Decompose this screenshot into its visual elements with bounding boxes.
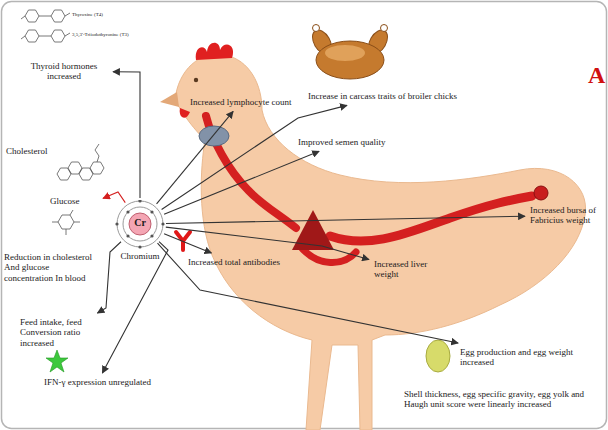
effect-arrow [157,111,234,204]
ring [25,30,39,42]
chromium-atom: CrChromium [110,200,170,264]
roast-body [316,41,384,79]
electron [126,210,129,213]
effect-arrow [103,192,125,203]
effect-label: Increased total antibodies [186,256,282,268]
effect-text: Shell thickness, egg specific gravity, e… [404,389,596,410]
effect-text: IFN-γ expression unregulated [44,377,151,387]
effect-text: Increased lymphocyte count [190,97,291,107]
bone [313,25,320,32]
electron [138,245,141,248]
effect-label: Increase in carcass traits of broiler ch… [306,90,459,102]
effect-label: Shell thickness, egg specific gravity, e… [402,388,598,411]
effect-text: Increased liver weight [374,259,432,280]
bond [52,210,80,235]
hen-body [175,54,586,430]
effect-arrow [164,151,319,214]
roast-chicken [309,25,392,80]
egg-icon [426,340,450,372]
electron [138,200,141,203]
blood-panel: CholesterolGlucoseReduction in cholester… [4,140,100,300]
liver-triangle [292,210,334,250]
effect-arrow [102,242,168,373]
cholesterol-structure [57,144,104,180]
effect-text: Improved semen quality [298,137,385,147]
bone [381,25,388,32]
ring [51,10,65,22]
roast-highlight [325,45,365,61]
lymphocyte-icon [199,126,229,146]
element-symbol: Cr [110,217,170,229]
effect-text: Feed intake, feed Conversion ratio incre… [20,317,108,348]
effect-label: Increased lymphocyte count [188,96,293,108]
effect-label: Thyroid hormones increased [18,60,110,83]
effect-arrow [113,72,140,198]
ring [51,30,65,42]
effect-text: Increased total antibodies [188,257,280,267]
effect-text: Glucose [50,196,80,206]
effect-arrow [162,105,347,209]
ring [90,162,104,174]
effect-arrow [164,234,211,253]
effect-arrow [166,227,369,259]
effect-label: Egg production and egg weight increased [458,346,598,369]
effect-label: Increased liver weight [372,258,434,281]
effect-label: IFN-γ expression unregulated [42,376,153,388]
tail-chain [95,144,99,162]
panel-letter: A [588,62,605,88]
electron [115,222,118,225]
effect-text: Cholesterol [6,146,48,156]
effect-label: Increased bursa of Fabricius weight [528,204,604,227]
effect-arrow [97,242,121,313]
hen-comb [196,43,233,60]
effect-text: Increased bursa of Fabricius weight [530,205,602,226]
bursa-ball [534,186,548,200]
hen-beak [160,92,179,107]
element-name: Chromium [110,251,170,261]
effect-label: Improved semen quality [296,136,387,148]
bond [21,33,70,39]
thyroid-structures [21,10,70,42]
structure-label: Thyroxine (T4) [72,12,103,18]
electron [161,222,164,225]
electron [150,234,153,237]
electron [150,210,153,213]
hen-eye [194,78,198,82]
effect-label: Feed intake, feed Conversion ratio incre… [18,316,110,349]
hen-wattle [180,108,190,118]
effect-arrow [166,216,525,223]
structure-label: 3,5,3'-Triiodothyronine (T3) [72,32,129,38]
bond [21,13,70,19]
ring [58,215,74,229]
effect-arrow [157,243,458,343]
glucose-structure [52,210,80,235]
effect-text: Reduction in cholesterol And glucose con… [4,252,98,283]
effect-text: Increase in carcass traits of broiler ch… [308,91,457,101]
effect-text: Egg production and egg weight increased [460,347,596,368]
electron [126,234,129,237]
ring [25,10,39,22]
effect-text: Thyroid hormones increased [20,61,108,82]
star-icon [46,350,68,372]
